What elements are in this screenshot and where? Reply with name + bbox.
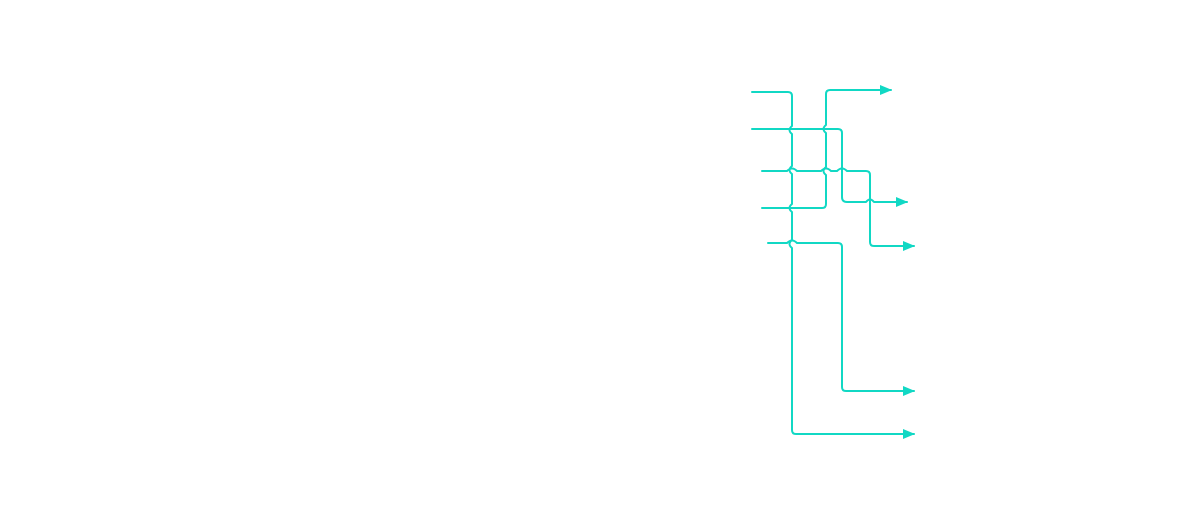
edge-3	[761, 167, 915, 251]
edge-1	[751, 91, 915, 439]
edge-group	[751, 85, 915, 439]
edge-5	[767, 239, 915, 396]
edge-2	[751, 128, 908, 207]
edge-4	[761, 85, 892, 209]
